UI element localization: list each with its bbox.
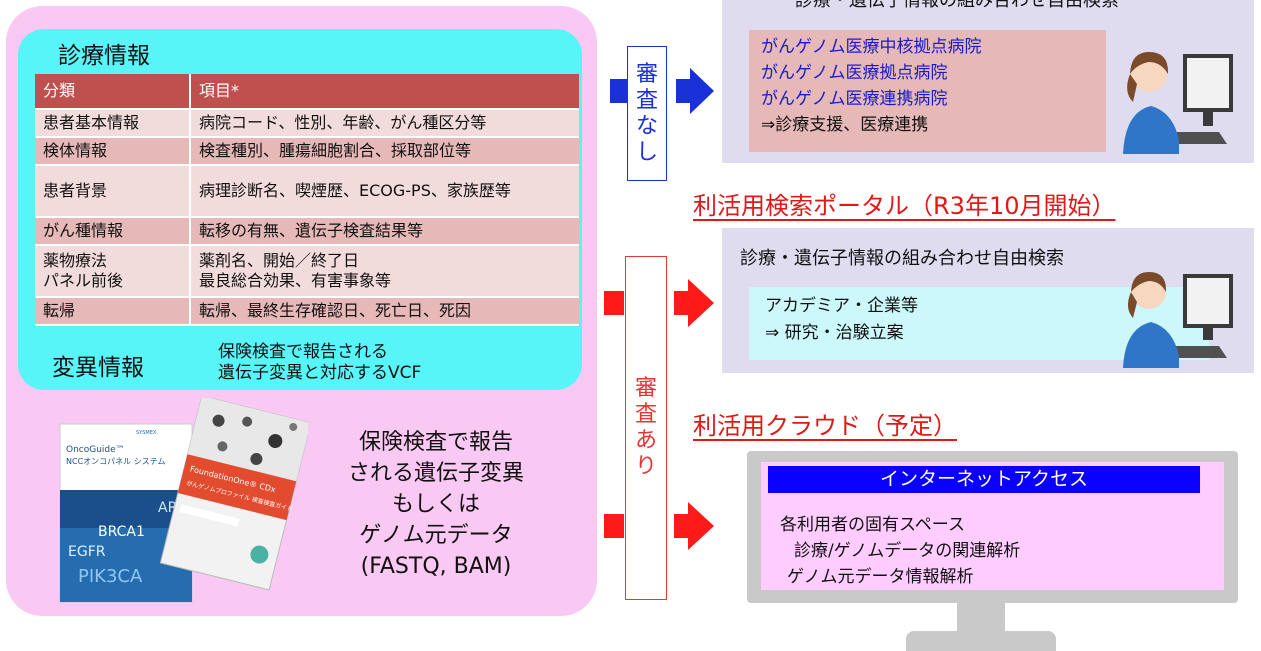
hospital-list: がんゲノム医療中核拠点病院 がんゲノム医療拠点病院 がんゲノム医療連携病院 ⇒診… — [761, 34, 982, 138]
review-char: 査 — [635, 87, 658, 113]
no-review-label: 審 査 な し — [627, 46, 667, 181]
row-items: 検査種別、腫瘍細胞割合、採取部位等 — [191, 138, 579, 166]
mutation-info-title: 変異情報 — [52, 355, 144, 381]
test-brochures-illustration: SYSMEX OncoGuide™ NCCオンコパネル システム ARID BR… — [59, 398, 308, 603]
clinical-info-title: 診療情報 — [58, 43, 150, 69]
hospital-line: ⇒診療支援、医療連携 — [761, 115, 929, 135]
red-arrow-icon — [604, 279, 714, 327]
row-category: がん種情報 — [35, 218, 191, 246]
gene-label: PIK3CA — [78, 566, 143, 587]
monitor-stand — [957, 603, 1005, 633]
review-char: 審 — [635, 61, 658, 87]
foundationone-brochure: FoundationOne® CDx がんゲノムプロファイル 検査検査ガイド — [159, 398, 308, 591]
review-char: 審 — [634, 376, 657, 401]
table-row: 薬物療法 パネル前後 薬剤名、開始／終了日 最良総合効果、有害事象等 — [35, 246, 579, 298]
blue-arrow-icon — [610, 68, 714, 114]
hospital-line: がんゲノム医療中核拠点病院 — [761, 37, 982, 57]
red-arrow-icon — [604, 502, 714, 550]
mutation-info-description: 保険検査で報告される 遺伝子変異と対応するVCF — [218, 342, 421, 384]
brochure-subtitle: NCCオンコパネル システム — [66, 457, 165, 466]
table-row: 転帰 転帰、最終生存確認日、死亡日、死因 — [35, 298, 579, 326]
review-char: あ — [634, 428, 657, 453]
computer-user-icon — [1123, 272, 1233, 368]
row-items: 病理診断名、喫煙歴、ECOG-PS、家族歴等 — [191, 166, 579, 218]
genomic-data-description: 保険検査で報告 される遺伝子変異 もしくは ゲノム元データ (FASTQ, BA… — [320, 427, 552, 582]
row-items: 病院コード、性別、年齢、がん種区分等 — [191, 110, 579, 138]
hospital-line: がんゲノム医療連携病院 — [761, 89, 948, 109]
review-char: 査 — [634, 402, 657, 427]
row-category: 患者基本情報 — [35, 110, 191, 138]
row-category: 検体情報 — [35, 138, 191, 166]
table-row: がん種情報 転移の有無、遺伝子検査結果等 — [35, 218, 579, 246]
header-items: 項目* — [191, 74, 579, 110]
review-required-label: 審 査 あ り — [625, 256, 667, 600]
mutation-desc-line: 遺伝子変異と対応するVCF — [218, 363, 422, 383]
row-category: 転帰 — [35, 298, 191, 326]
search-portal-heading: 利活用検索ポータル（R3年10月開始） — [693, 192, 1116, 220]
table-row: 患者背景 病理診断名、喫煙歴、ECOG-PS、家族歴等 — [35, 166, 579, 218]
cloud-heading: 利活用クラウド（予定） — [693, 412, 957, 440]
row-items: 転移の有無、遺伝子検査結果等 — [191, 218, 579, 246]
cloud-features: 各利用者の固有スペース 診療/ゲノムデータの関連解析 ゲノム元データ情報解析 — [780, 512, 1020, 590]
hospital-line: がんゲノム医療拠点病院 — [761, 63, 948, 83]
gene-label: EGFR — [68, 544, 106, 560]
academia-line: ⇒ 研究・治験立案 — [765, 323, 904, 343]
mutation-desc-line: 保険検査で報告される — [218, 342, 388, 362]
hospital-list-panel — [749, 30, 1106, 152]
table-row: 患者基本情報 病院コード、性別、年齢、がん種区分等 — [35, 110, 579, 138]
internet-access-bar: インターネットアクセス — [768, 466, 1200, 493]
brochure-title: OncoGuide™ — [66, 445, 125, 455]
table-header-row: 分類 項目* — [35, 74, 579, 110]
review-char: り — [634, 454, 657, 479]
description-line: ゲノム元データ — [359, 523, 513, 548]
review-char: な — [635, 113, 658, 139]
cloud-feature-line: ゲノム元データ情報解析 — [787, 567, 974, 587]
review-char: し — [635, 139, 658, 165]
header-category: 分類 — [35, 74, 191, 110]
description-line: もしくは — [391, 492, 480, 517]
row-items: 薬剤名、開始／終了日 最良総合効果、有害事象等 — [191, 246, 579, 298]
description-line: 保険検査で報告 — [358, 430, 513, 455]
academia-line: アカデミア・企業等 — [765, 296, 918, 316]
row-items: 転帰、最終生存確認日、死亡日、死因 — [191, 298, 579, 326]
portal-search-title: 診療・遺伝子情報の組み合わせ自由検索 — [740, 248, 1064, 269]
computer-user-icon — [1123, 52, 1233, 154]
cloud-feature-line: 診療/ゲノムデータの関連解析 — [794, 541, 1021, 561]
description-line: (FASTQ, BAM) — [360, 554, 512, 579]
row-category: 患者背景 — [35, 166, 191, 218]
monitor-base — [906, 631, 1056, 651]
gene-label: BRCA1 — [98, 524, 145, 540]
hospital-search-title: 診療・遺伝子情報の組み合わせ自由検索 — [795, 0, 1119, 11]
academia-list: アカデミア・企業等 ⇒ 研究・治験立案 — [765, 293, 918, 347]
row-category: 薬物療法 パネル前後 — [35, 246, 191, 298]
table-row: 検体情報 検査種別、腫瘍細胞割合、採取部位等 — [35, 138, 579, 166]
description-line: される遺伝子変異 — [347, 461, 524, 486]
brochure-brand: SYSMEX — [136, 430, 157, 436]
clinical-info-table: 分類 項目* 患者基本情報 病院コード、性別、年齢、がん種区分等 検体情報 検査… — [35, 74, 579, 326]
cloud-feature-line: 各利用者の固有スペース — [780, 515, 965, 535]
